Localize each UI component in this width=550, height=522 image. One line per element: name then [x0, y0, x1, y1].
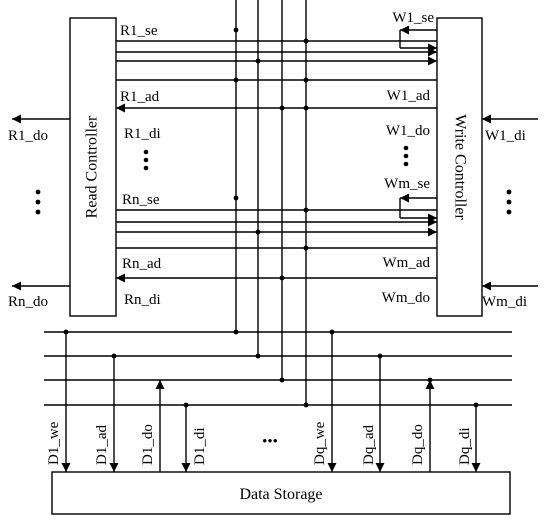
w1-ad-label: W1_ad: [387, 88, 431, 104]
w1-di-label: W1_di: [485, 128, 526, 144]
r1-do-label: R1_do: [8, 128, 48, 144]
ellipsis-read-outer: [35, 189, 41, 215]
write-controller-label: Write Controller: [451, 114, 468, 220]
ellipsis-ports: •••: [262, 434, 278, 450]
port-label-d1-di: D1_di: [192, 428, 208, 466]
w1-se-label: W1_se: [392, 10, 434, 26]
rn-di-label: Rn_di: [124, 292, 161, 308]
port-label-d1-ad: D1_ad: [94, 425, 110, 465]
wm-do-label: Wm_do: [382, 290, 430, 306]
r1-se-label: R1_se: [120, 23, 158, 39]
wm-di-label: Wm_di: [482, 294, 527, 310]
storage-bus-junctions: [63, 329, 479, 408]
data-storage-block: [51, 471, 511, 515]
r1-ad-label: R1_ad: [120, 89, 160, 105]
rn-do-label: Rn_do: [8, 294, 48, 310]
rn-ad-label: Rn_ad: [122, 256, 162, 272]
w1-do-label: W1_do: [386, 123, 430, 139]
write-controller-block: [436, 17, 483, 317]
junction-dots: [233, 27, 309, 281]
port-label-d1-we: D1_we: [46, 421, 62, 465]
ellipsis-write-inner: [403, 145, 409, 167]
port-label-d1-do: D1_do: [140, 424, 156, 465]
data-storage-label: Data Storage: [239, 486, 322, 503]
ellipsis-write-outer: [506, 189, 512, 215]
r1-di-label: R1_di: [124, 126, 161, 142]
read-controller-label: Read Controller: [84, 115, 101, 218]
port-label-dq-we: Dq_we: [312, 421, 328, 465]
wm-ad-label: Wm_ad: [383, 255, 431, 271]
wm-se-label: Wm_se: [384, 176, 430, 192]
rn-se-label: Rn_se: [122, 192, 160, 208]
port-label-dq-di: Dq_di: [457, 428, 473, 466]
read-controller-block: [69, 17, 117, 317]
port-label-dq-ad: Dq_ad: [361, 425, 377, 465]
ellipsis-read-inner: [143, 149, 149, 171]
port-label-dq-do: Dq_do: [410, 424, 426, 465]
